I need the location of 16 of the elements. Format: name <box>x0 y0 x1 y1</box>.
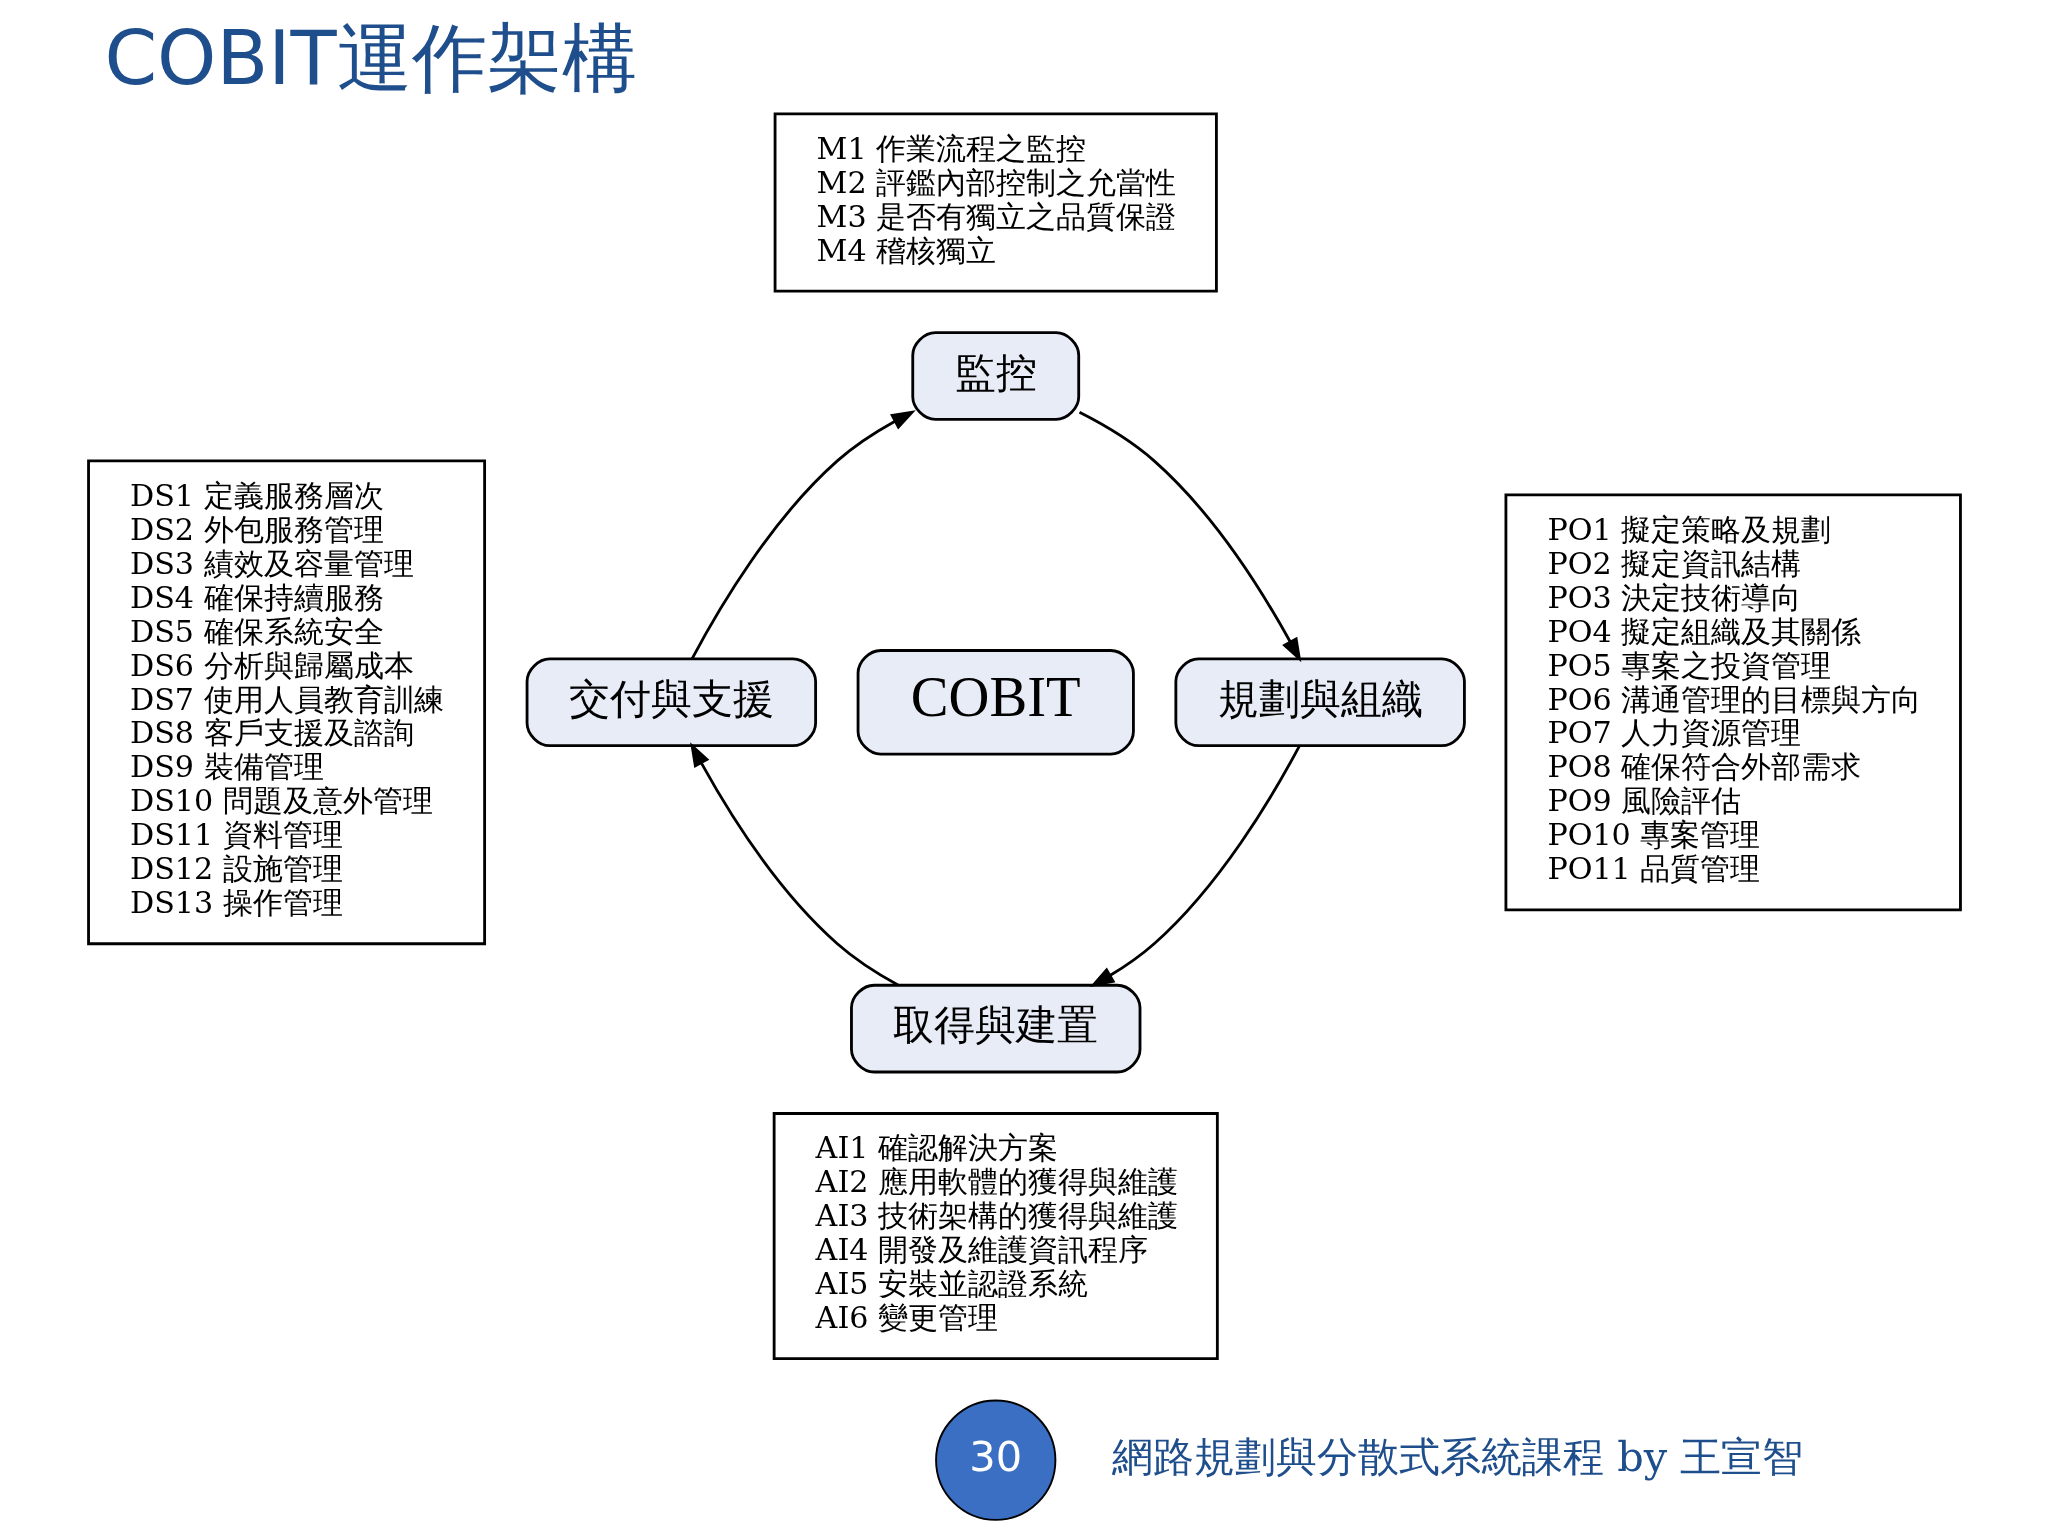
node-box: DS1 定義服務層次 DS2 外包服務管理 DS3 績效及容量管理 DS4 確保持續服務 DS5 確保系統安全 DS6 分析與歸屬成本 DS7 使用人員教育訓練 DS8 客戶支援及諮詢 DS9 裝備管理 DS10 問題及意外管理 DS11 資料管理 DS12 設施管理 DS13 操作管理 <box>86 459 486 946</box>
node-box: 交付與支援 <box>525 657 817 748</box>
label: 30 <box>968 1431 1022 1481</box>
node-box: 取得與建置 <box>849 983 1141 1074</box>
node-box: COBIT <box>856 649 1135 756</box>
label: 網路規劃與分散式系統課程 by 王宣智 <box>1111 1431 1804 1481</box>
arrow <box>1078 411 1301 663</box>
node-box: AI1 確認解決方案 AI2 應用軟體的獲得與維護 AI3 技術架構的獲得與維護 AI4 開發及維護資訊程序 AI5 安裝並認證系統 AI6 變更管理 <box>772 1112 1219 1361</box>
node-box: M1 作業流程之監控 M2 評鑑內部控制之允當性 M3 是否有獨立之品質保證 M4 稽核獨立 <box>773 112 1218 293</box>
node-box: 規劃與組織 <box>1173 657 1466 748</box>
arrow <box>690 410 916 660</box>
arrow <box>689 742 899 987</box>
node-box: PO1 擬定策略及規劃 PO2 擬定資訊結構 PO3 決定技術導向 PO4 擬定組織及其關係 PO5 專案之投資管理 PO6 溝通管理的目標與方向 PO7 人力資源管理 PO8 確保符合外部需求 PO9 風險評估 PO10 專案管理 PO11 品質管理 <box>1504 493 1962 912</box>
diagram-title: COBIT運作架構 <box>103 13 637 102</box>
node-box: 監控 <box>910 331 1080 421</box>
arrow <box>1089 745 1301 988</box>
